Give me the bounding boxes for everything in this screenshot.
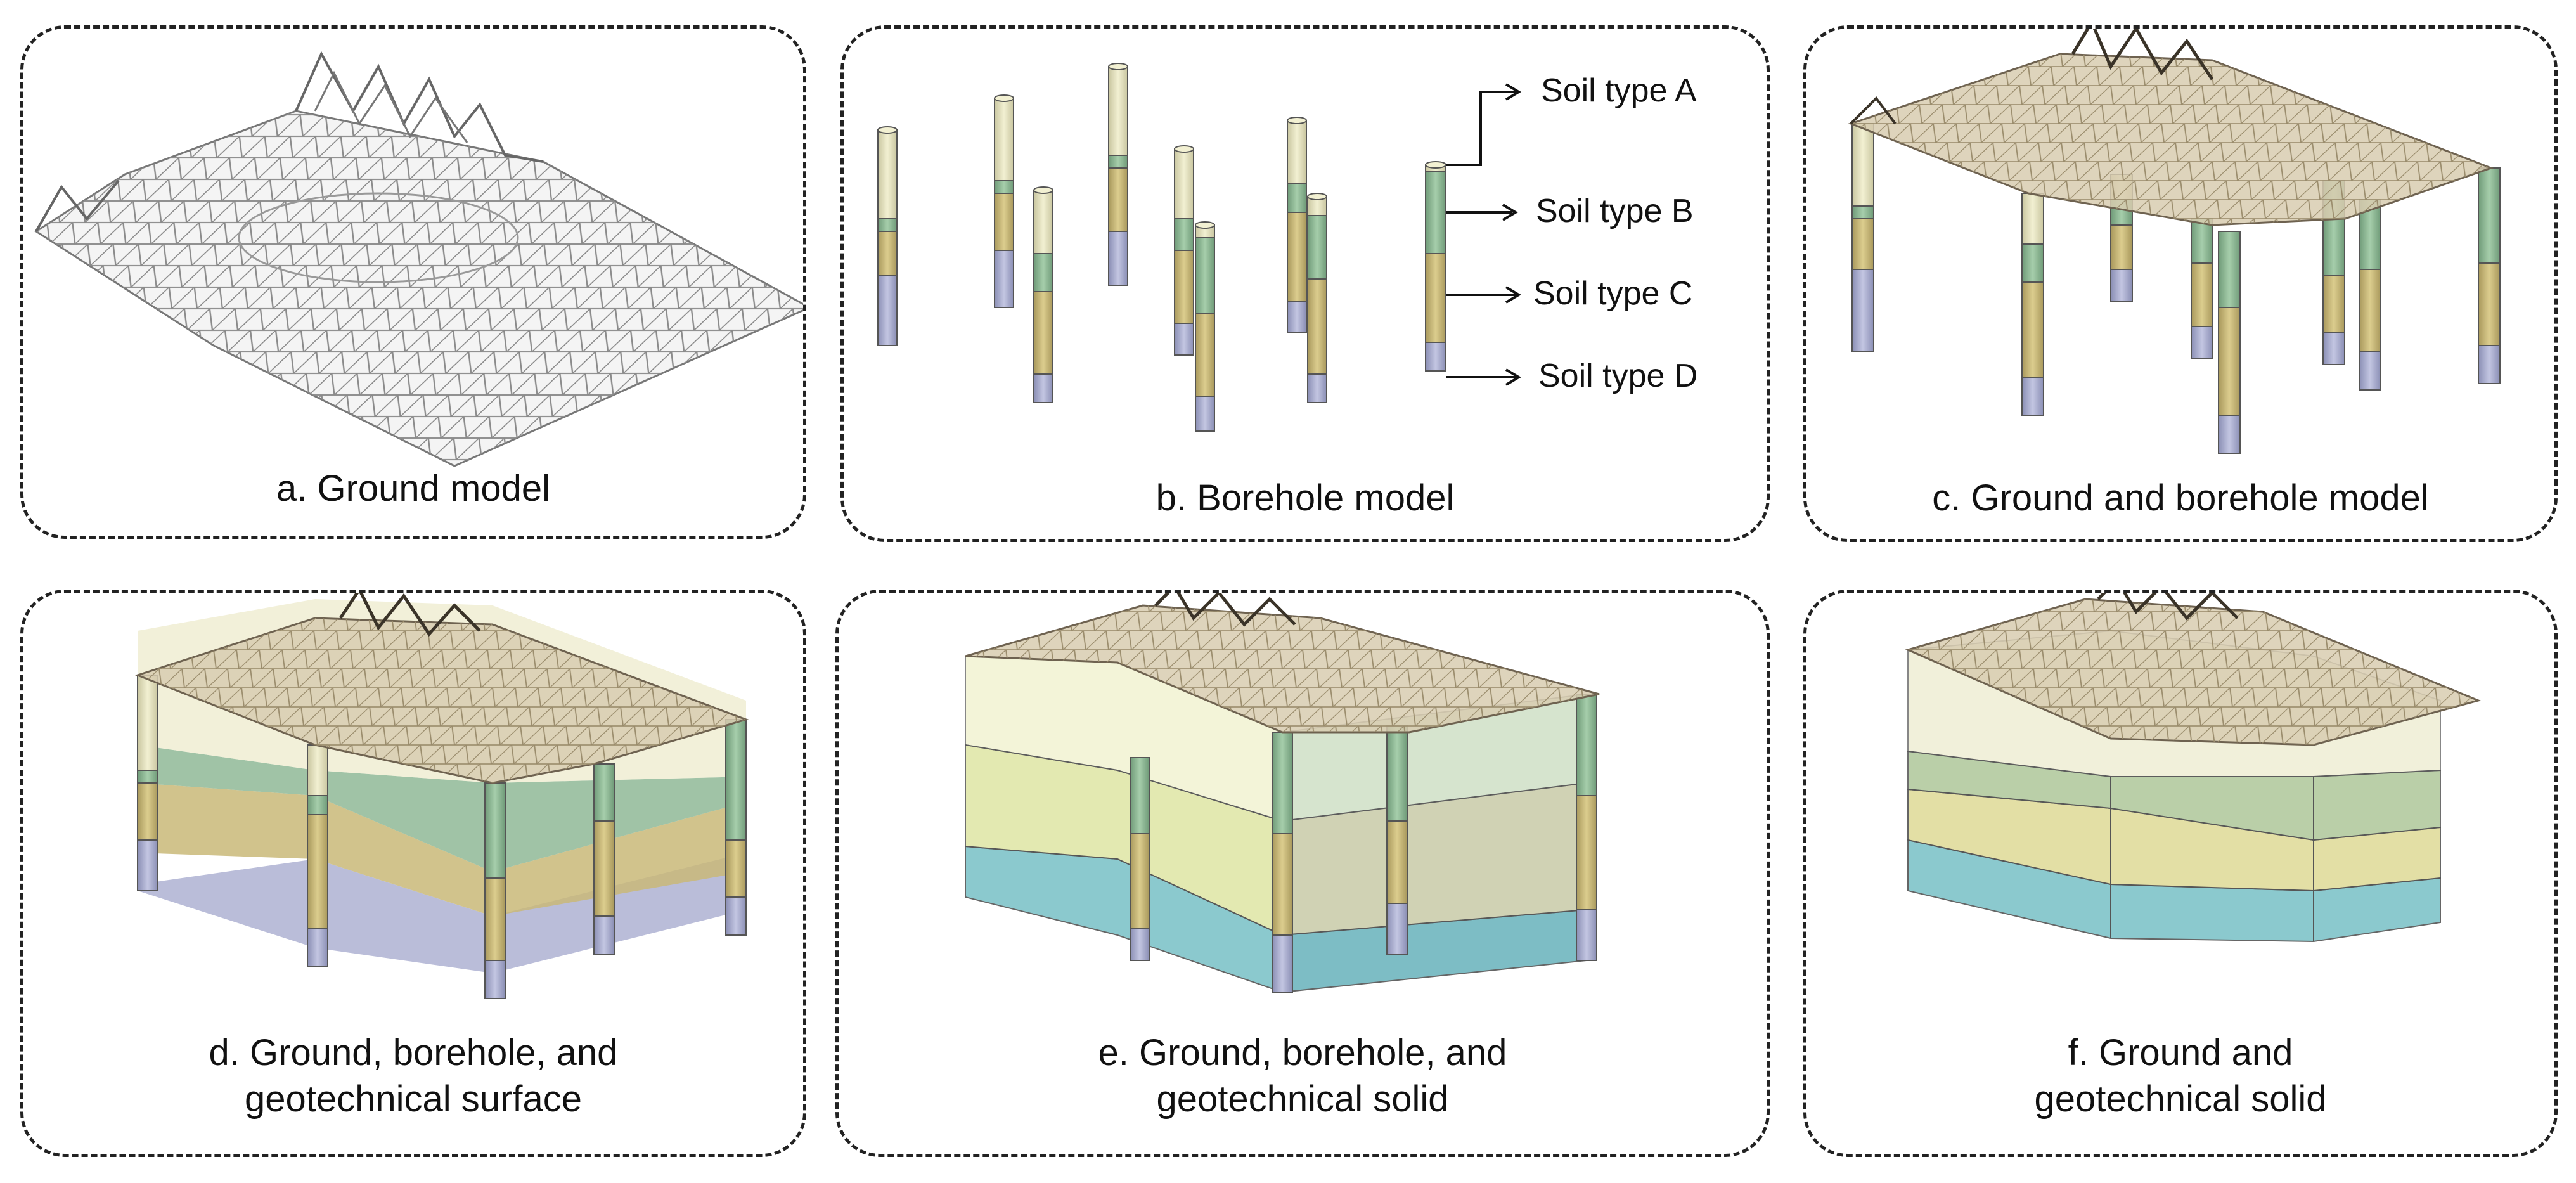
panel-ground-borehole-model: c. Ground and borehole model: [1803, 25, 2558, 542]
borehole-4: [1108, 63, 1128, 286]
ground-borehole-graphic: [1848, 29, 2501, 454]
panel-borehole-model: Soil type A Soil type B Soil type C Soil…: [840, 25, 1770, 542]
borehole-3: [1033, 186, 1053, 403]
panel-f-caption: f. Ground and geotechnical solid: [1806, 1030, 2554, 1122]
geotechnical-solid-borehole-graphic: [965, 593, 1600, 993]
legend-borehole: [1425, 161, 1446, 372]
panel-ground-geotechnical-solid: f. Ground and geotechnical solid: [1803, 590, 2558, 1157]
legend-leader-lines: [1446, 83, 1521, 386]
panel-e-caption-line2: geotechnical solid: [1156, 1078, 1449, 1120]
borehole-7: [1287, 117, 1307, 333]
borehole-8: [1307, 193, 1327, 403]
panel-f-caption-line2: geotechnical solid: [2034, 1078, 2327, 1120]
panel-e-caption-line1: e. Ground, borehole, and: [1098, 1032, 1507, 1073]
panel-geotechnical-solid-boreholes: e. Ground, borehole, and geotechnical so…: [835, 590, 1770, 1157]
geotechnical-surface-graphic: [134, 593, 749, 999]
panel-d-caption-line2: geotechnical surface: [245, 1078, 582, 1120]
legend-soil-type-d: Soil type D: [1538, 358, 1698, 394]
panel-e-caption: e. Ground, borehole, and geotechnical so…: [839, 1030, 1767, 1122]
panel-d-caption-line1: d. Ground, borehole, and: [209, 1032, 618, 1073]
legend-soil-type-b: Soil type B: [1536, 193, 1694, 229]
panel-f-caption-line1: f. Ground and: [2068, 1032, 2293, 1073]
legend-soil-type-a: Soil type A: [1541, 72, 1697, 109]
ground-mesh-graphic: [34, 51, 803, 467]
panel-a-caption: a. Ground model: [276, 468, 551, 509]
panel-b-caption: b. Borehole model: [1156, 477, 1455, 519]
borehole-6: [1195, 221, 1215, 432]
borehole-1: [877, 126, 898, 346]
panel-c-caption: c. Ground and borehole model: [1932, 477, 2429, 519]
borehole-5: [1174, 145, 1194, 356]
panel-d-caption: d. Ground, borehole, and geotechnical su…: [23, 1030, 803, 1122]
borehole-graphic: [877, 63, 1521, 432]
borehole-2: [994, 94, 1014, 308]
panel-ground-model: a. Ground model: [20, 25, 806, 539]
legend-soil-type-c: Soil type C: [1533, 275, 1693, 312]
ground-geotechnical-solid-graphic: [1905, 593, 2482, 943]
panel-geotechnical-surface: d. Ground, borehole, and geotechnical su…: [20, 590, 806, 1157]
